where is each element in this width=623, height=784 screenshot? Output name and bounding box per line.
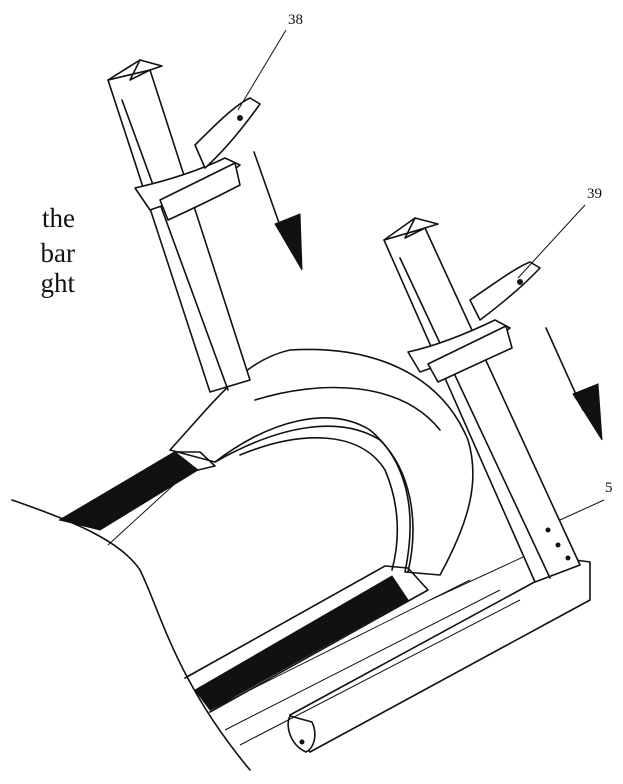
callout-5: 5 (605, 480, 613, 496)
instruction-text-line-1: the (42, 203, 75, 233)
left-side-rail (58, 451, 216, 531)
callout-39: 39 (587, 186, 602, 202)
right-upright-5 (383, 217, 605, 583)
left-handle-38 (134, 29, 287, 221)
left-upright (107, 59, 251, 393)
belt-deck (11, 469, 251, 771)
motor-hood (169, 348, 474, 576)
insert-direction-arrow-right (545, 327, 603, 441)
right-side-rail (184, 565, 429, 713)
insert-direction-arrow-left (253, 151, 303, 271)
right-handle-39 (407, 204, 586, 383)
instruction-text-line-2: bar (40, 238, 75, 268)
instruction-text-line-3: ght (40, 268, 75, 298)
base-frame (209, 539, 591, 753)
callout-38: 38 (288, 12, 303, 28)
